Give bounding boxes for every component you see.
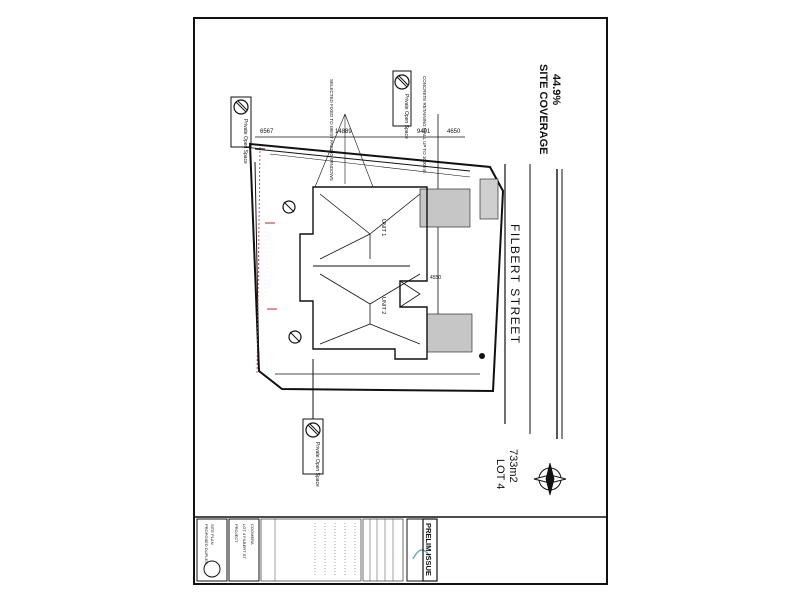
street-name: FILBERT STREET xyxy=(508,224,522,345)
retaining-wall-note: CONCRETE RETAINING WALL UP TO 1000mm xyxy=(422,76,427,174)
dimension-d2: 14889 xyxy=(335,129,352,135)
dimension-d3: 9401 xyxy=(417,129,431,135)
open-space-label: Private Open Space xyxy=(314,442,320,487)
north-arrow-icon xyxy=(533,462,567,496)
company-logo-icon xyxy=(412,549,432,560)
service-pit xyxy=(479,353,485,359)
site-coverage-title: SITE COVERAGE xyxy=(537,64,549,154)
driveway-paving xyxy=(426,313,473,353)
drawing-line: PROPOSED DUPLEX xyxy=(204,524,209,564)
dimension-d1: 6567 xyxy=(260,129,274,135)
project-line: LOT 4 FILBERT ST xyxy=(242,524,247,559)
site-boundary xyxy=(248,142,505,393)
site-coverage-value: 44.9% xyxy=(550,74,562,105)
lot-name: LOT 4 xyxy=(494,459,506,489)
windows-note: SELECTED FIXED TO WEST FACING WINDOWS xyxy=(329,79,334,181)
lot-area: 733m2 xyxy=(507,449,519,483)
dimension-d4: 4650 xyxy=(447,129,461,135)
title-block-logo-icon xyxy=(203,560,221,578)
open-space-label: Private Open Space xyxy=(242,119,248,164)
issue-stamp: PRELIM ISSUE xyxy=(424,523,433,576)
site-plan-drawing: SITE COVERAGE 44.9% 6567 14889 9401 4650… xyxy=(195,64,606,582)
duplex-footprint xyxy=(299,186,428,360)
project-line: PROJECT xyxy=(234,524,239,543)
driveway-paving xyxy=(419,188,471,228)
project-line: COOMERA xyxy=(250,524,255,545)
drawing-sheet: SITE COVERAGE 44.9% 6567 14889 9401 4650… xyxy=(193,17,608,585)
drawing-line: SITE PLAN xyxy=(210,524,215,545)
dimension-d5: 4550 xyxy=(430,275,441,281)
unit-1-label: UNIT 1 xyxy=(380,219,386,236)
open-space-label: Private Open Space xyxy=(403,94,409,139)
unit-2-label: UNIT 2 xyxy=(380,297,386,314)
